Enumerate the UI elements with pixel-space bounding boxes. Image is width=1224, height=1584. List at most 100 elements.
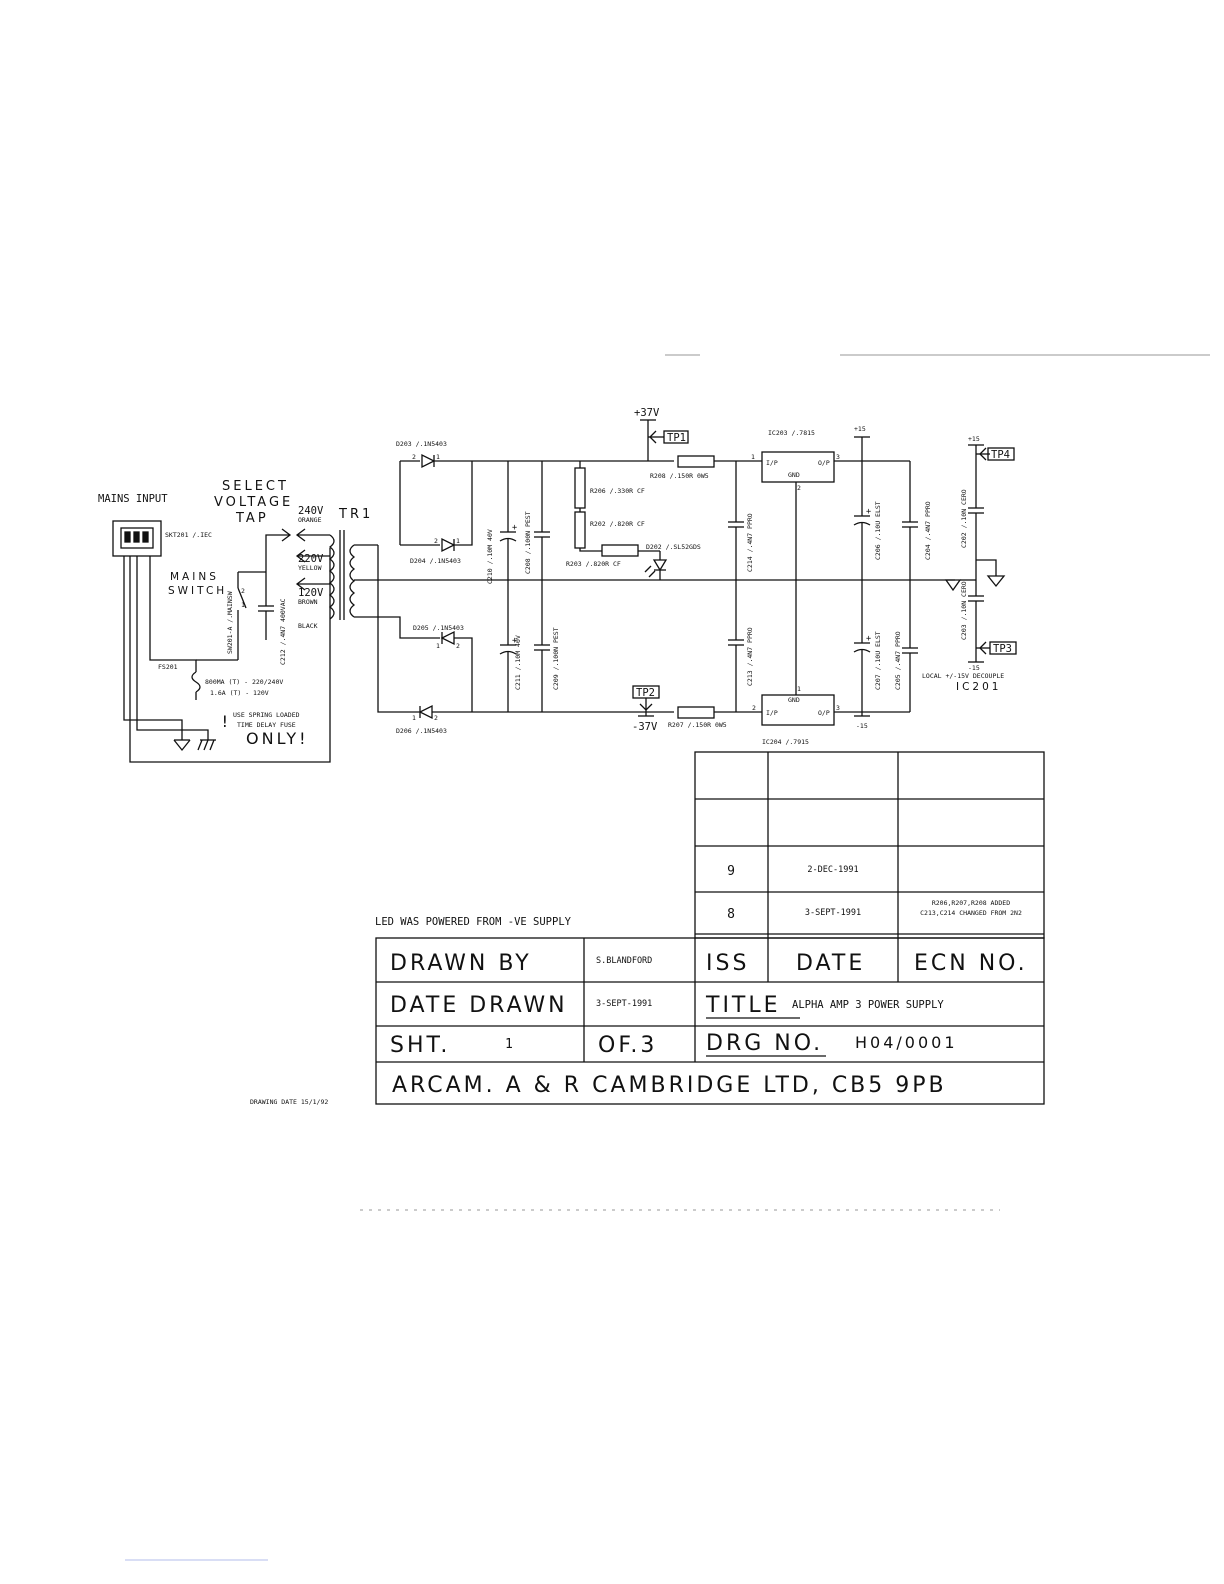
switch-ref: SW201-A /.MAINSW bbox=[226, 591, 234, 654]
c205-label: C205 /.4N7 PPRO bbox=[894, 631, 902, 690]
neutral-wire bbox=[136, 556, 209, 740]
ecn-label: ECN NO. bbox=[914, 951, 1028, 976]
fuse-warning-mark: ! bbox=[220, 712, 230, 731]
mains-switch-label-1: MAINS bbox=[170, 571, 219, 583]
ic204-label: IC204 /.7915 bbox=[762, 738, 809, 746]
mains-enclosure bbox=[129, 548, 331, 763]
iec-pin-earth bbox=[133, 531, 140, 543]
d203-symbol bbox=[421, 453, 436, 469]
drg-no-value: H04/0001 bbox=[855, 1033, 958, 1052]
switch-pin-2: 2 bbox=[241, 587, 245, 595]
tp1-box bbox=[663, 430, 689, 444]
tp3-label: TP3 bbox=[993, 643, 1012, 655]
r206-symbol bbox=[574, 467, 586, 509]
mains-input-section: MAINS INPUT SELECT VOLTAGE TAP SKT201 /.… bbox=[98, 479, 331, 763]
svg-text:O/P: O/P bbox=[818, 709, 830, 717]
c202-label: C202 /.10N CERO bbox=[960, 489, 968, 548]
r206-label: R206 /.330R CF bbox=[590, 487, 645, 495]
svg-text:1: 1 bbox=[797, 685, 801, 693]
tp4-label: TP4 bbox=[991, 449, 1010, 461]
local-decouple-label: LOCAL +/-15V DECOUPLE bbox=[922, 672, 1004, 680]
date-label: DATE bbox=[796, 951, 865, 976]
minus-37v-label: -37V bbox=[632, 721, 658, 733]
tp1-label: TP1 bbox=[667, 432, 686, 444]
sheet-total: OF.3 bbox=[598, 1033, 657, 1058]
svg-text:+: + bbox=[512, 636, 517, 646]
switch-blade bbox=[237, 587, 247, 609]
d203-pin-1: 1 bbox=[436, 453, 440, 461]
iss-label: ISS bbox=[706, 951, 749, 976]
negative-37v-section: TP2 -37V R207 /.150R 0W5 C213 /.4N7 PPRO… bbox=[632, 580, 918, 746]
tap-240-label: 240V bbox=[298, 505, 324, 517]
c214-label: C214 /.4N7 PPRO bbox=[746, 513, 754, 572]
tp4-box bbox=[987, 447, 1015, 461]
d204-label: D204 /.1N5403 bbox=[410, 557, 461, 565]
scan-marks bbox=[125, 354, 1210, 1561]
d206-symbol bbox=[418, 704, 433, 720]
ic203-body bbox=[761, 451, 835, 483]
d206-pin-2: 2 bbox=[434, 714, 438, 722]
drawn-by-label: DRAWN BY bbox=[390, 951, 532, 976]
svg-text:I/P: I/P bbox=[766, 709, 778, 717]
fuse-note-1: USE SPRING LOADED bbox=[233, 711, 300, 719]
socket-ref: SKT201 /.IEC bbox=[165, 531, 212, 539]
minus15-label: -15 bbox=[856, 722, 868, 730]
d202-led-symbol bbox=[652, 559, 668, 572]
filter-caps: + C210 /.10M 40V C208 /.100N PEST + C211… bbox=[486, 461, 560, 712]
r208-symbol bbox=[677, 455, 715, 468]
iec-pin-live bbox=[124, 531, 131, 543]
d204-pin-2: 2 bbox=[434, 537, 438, 545]
c212-label: C212 /.4N7 400VAC bbox=[279, 598, 287, 665]
d206-pin-1: 1 bbox=[412, 714, 416, 722]
revision-row-3-ecn-2: C213,C214 CHANGED FROM 2N2 bbox=[920, 909, 1022, 917]
plus-37v-label: +37V bbox=[634, 407, 660, 419]
title-label: TITLE bbox=[705, 993, 781, 1018]
rectifier-section: D203 /.1N5403 D204 /.1N5403 D205 /.1N540… bbox=[377, 440, 674, 735]
r207-symbol bbox=[677, 706, 715, 719]
svg-text:GND: GND bbox=[788, 471, 800, 479]
ic203-label: IC203 /.7815 bbox=[768, 429, 815, 437]
company-name: ARCAM. A & R CAMBRIDGE LTD, CB5 9PB bbox=[392, 1073, 947, 1098]
r208-label: R208 /.150R 0W5 bbox=[650, 472, 709, 480]
c206-label: C206 /.10U ELST bbox=[874, 501, 882, 560]
date-drawn-value: 3-SEPT-1991 bbox=[596, 999, 652, 1009]
fuse-symbol bbox=[191, 671, 201, 693]
r202-symbol bbox=[574, 511, 586, 549]
tap-220-color: YELLOW bbox=[298, 564, 322, 572]
live-wire bbox=[149, 556, 197, 672]
r203-symbol bbox=[601, 544, 639, 557]
svg-text:3: 3 bbox=[836, 453, 840, 461]
title-block: DRAWN BY S.BLANDFORD ISS DATE ECN NO. DA… bbox=[375, 937, 1045, 1105]
date-drawn-label: DATE DRAWN bbox=[390, 993, 568, 1018]
tp3-box bbox=[989, 641, 1017, 655]
c213-label: C213 /.4N7 PPRO bbox=[746, 627, 754, 686]
ground-icon-rail bbox=[944, 579, 962, 592]
svg-text:O/P: O/P bbox=[818, 459, 830, 467]
svg-text:3: 3 bbox=[836, 704, 840, 712]
chassis-ground-icon bbox=[197, 739, 216, 751]
d204-symbol bbox=[441, 537, 456, 553]
led-note: LED WAS POWERED FROM -VE SUPPLY bbox=[375, 916, 572, 928]
d205-symbol bbox=[440, 630, 455, 646]
tap-240-color: ORANGE bbox=[298, 516, 322, 524]
revision-row-3-date: 3-SEPT-1991 bbox=[805, 908, 861, 918]
c210-label: C210 /.10M 40V bbox=[486, 529, 494, 584]
select-label: SELECT bbox=[222, 479, 289, 494]
primary-coil bbox=[328, 534, 335, 620]
svg-text:I/P: I/P bbox=[766, 459, 778, 467]
tap-black-label: BLACK bbox=[298, 622, 318, 630]
iec-socket-inner bbox=[120, 527, 154, 549]
drg-no-label: DRG NO. bbox=[706, 1031, 823, 1056]
drawing-title: ALPHA AMP 3 POWER SUPPLY bbox=[792, 999, 944, 1011]
positive-37v-section: +37V TP1 R208 /.150R 0W5 C214 /.4N7 PPRO… bbox=[634, 407, 932, 695]
switch-pin-1: 1 bbox=[241, 601, 245, 609]
d206-label: D206 /.1N5403 bbox=[396, 727, 447, 735]
fuse-rating-2: 1.6A (T) - 120V bbox=[210, 689, 269, 697]
sheet-value: 1 bbox=[505, 1037, 513, 1052]
c204-label: C204 /.4N7 PPRO bbox=[924, 501, 932, 560]
fuse-rating-1: 800MA (T) - 220/240V bbox=[205, 678, 283, 686]
svg-text:+: + bbox=[866, 507, 871, 517]
fuse-note-3: ONLY! bbox=[246, 729, 309, 748]
transformer-section: 240V ORANGE 220V YELLOW 120V BROWN BLACK… bbox=[295, 505, 955, 630]
